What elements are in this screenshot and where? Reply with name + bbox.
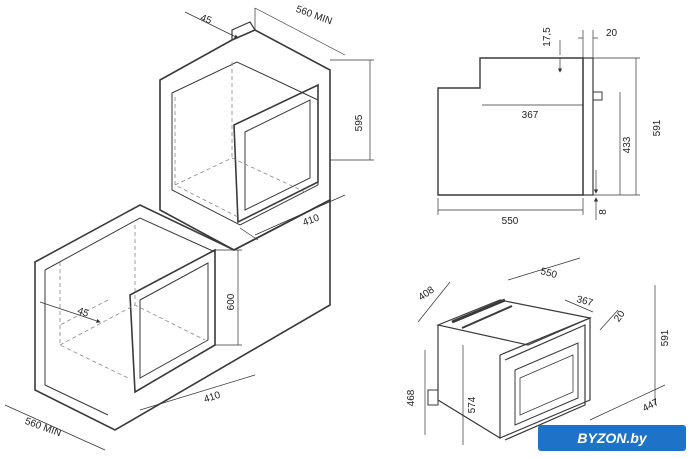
dim-bottom-gap: 8	[598, 209, 609, 215]
dim-iso-inner-height: 574	[467, 396, 478, 413]
dim-iso-front-height: 468	[406, 389, 417, 406]
iso-oven	[427, 298, 592, 441]
watermark-text: BYZON.by	[577, 430, 647, 446]
dim-panel-width: 20	[606, 28, 618, 39]
column-cabinet	[159, 21, 331, 251]
watermark-badge: BYZON.by	[538, 425, 686, 451]
under-cabinet	[34, 198, 331, 431]
dim-under-depth: 410	[203, 390, 223, 406]
dim-column-depth: 410	[301, 212, 321, 228]
dim-height-total: 591	[652, 119, 663, 136]
side-view	[437, 57, 603, 196]
dim-inner-depth: 367	[522, 110, 539, 121]
dim-top-offset: 45	[199, 13, 214, 27]
dim-iso-panel-depth: 367	[575, 294, 594, 309]
dim-under-niche-width: 560 MIN	[23, 416, 62, 439]
dim-column-height: 595	[354, 114, 365, 131]
dim-side-depth: 550	[502, 216, 519, 227]
dim-inner-height: 433	[622, 136, 633, 153]
dim-column-niche-width: 560 MIN	[294, 4, 333, 27]
dim-iso-depth: 550	[539, 266, 558, 281]
dim-iso-height: 591	[660, 329, 671, 346]
dim-iso-panel-thk: 20	[612, 308, 628, 324]
dim-panel-height: 17,5	[542, 27, 553, 47]
dim-under-front-offset: 45	[76, 306, 91, 320]
dim-under-height: 600	[226, 293, 237, 310]
dim-iso-width-bottom: 447	[641, 397, 661, 415]
dim-iso-width-top: 408	[417, 284, 437, 303]
